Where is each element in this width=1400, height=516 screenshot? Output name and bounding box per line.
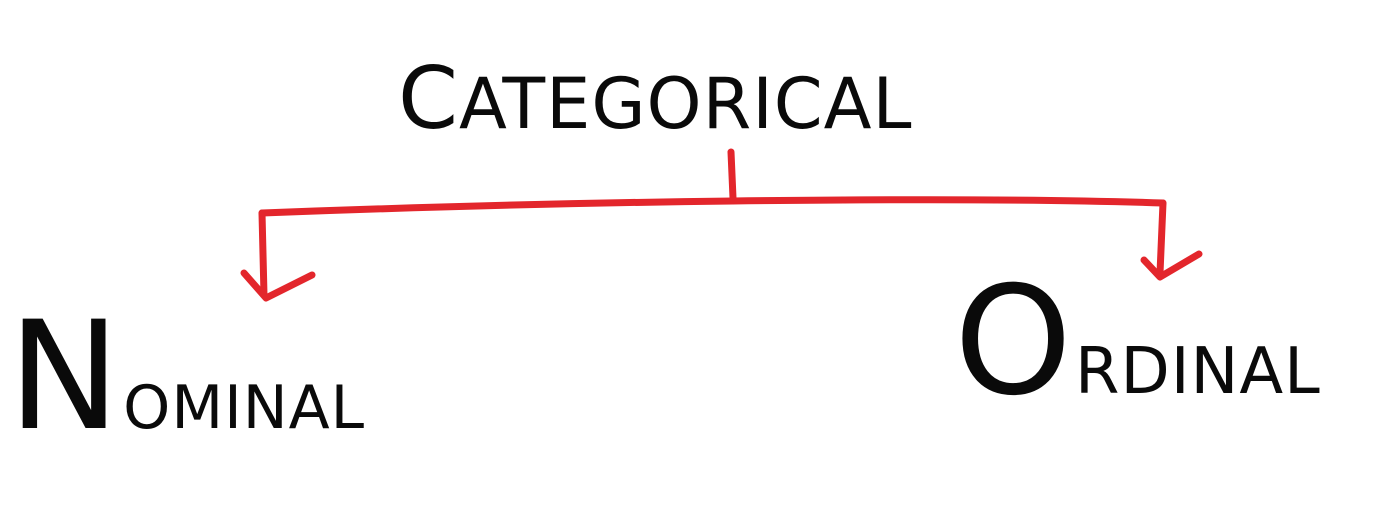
- nominal-label: NOMINAL: [8, 290, 365, 464]
- ordinal-label-rest: RDINAL: [1075, 335, 1321, 409]
- left-arrowhead-icon: [240, 269, 316, 302]
- connectors: [240, 148, 1203, 302]
- nominal-label-rest: OMINAL: [123, 373, 365, 443]
- horizontal-branch-line: [258, 196, 1167, 217]
- left-branch-line: [258, 209, 268, 299]
- child-node-nominal: NOMINAL: [8, 290, 365, 464]
- ordinal-label: ORDINAL: [954, 255, 1321, 429]
- right-branch-line: [1156, 199, 1167, 277]
- root-label-initial: C: [398, 49, 459, 149]
- root-stem-line: [727, 148, 737, 202]
- root-label: CATEGORICAL: [398, 49, 912, 149]
- root-label-rest: ATEGORICAL: [459, 63, 912, 145]
- nominal-label-initial: N: [8, 290, 121, 464]
- child-node-ordinal: ORDINAL: [954, 255, 1321, 429]
- right-arrowhead-icon: [1140, 250, 1203, 281]
- root-node: CATEGORICAL: [398, 49, 912, 149]
- ordinal-label-initial: O: [954, 255, 1073, 429]
